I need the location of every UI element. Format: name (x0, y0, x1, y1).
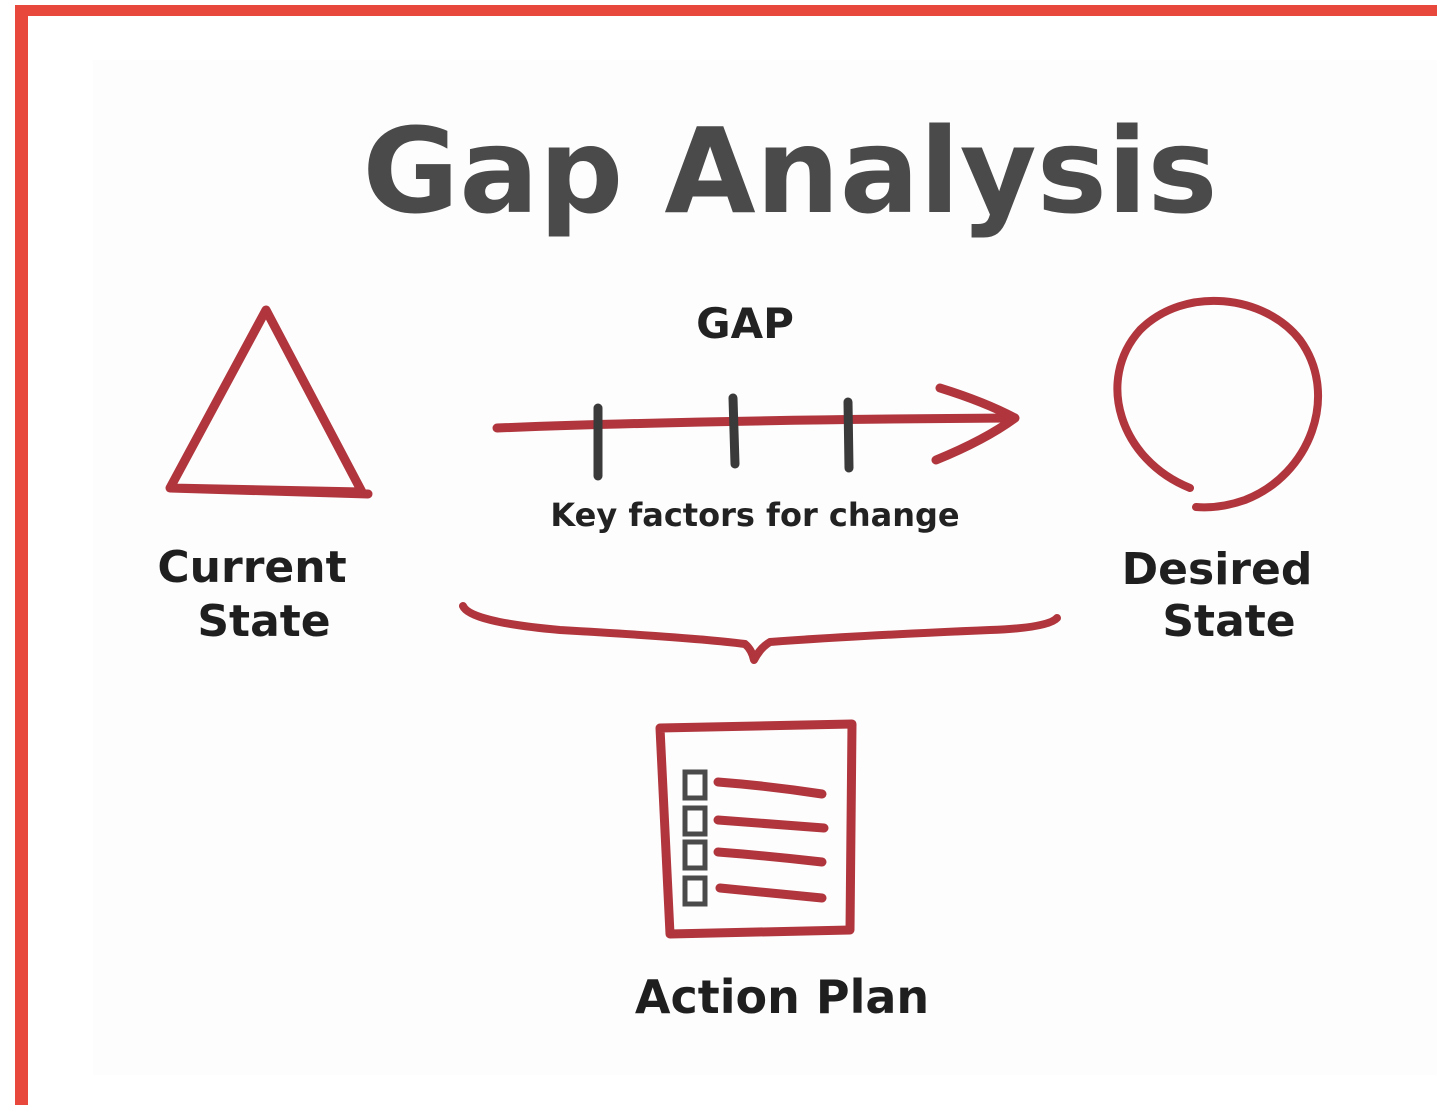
arrow-head-icon (931, 383, 1020, 465)
circle-icon (1113, 296, 1322, 512)
checkbox-icon (682, 805, 708, 837)
key-factor-tick-2 (728, 393, 740, 469)
action-plan-label: Action Plan (635, 970, 929, 1024)
checklist-line (713, 847, 827, 867)
gap-label: GAP (696, 299, 794, 348)
current-state-label-line1: Current (157, 542, 346, 593)
gap-arrow (492, 413, 1015, 433)
diagram-title: Gap Analysis (362, 102, 1217, 240)
desired-state-label-line1: Desired (1122, 544, 1313, 595)
diagram-canvas (93, 60, 1437, 1075)
checklist-line (715, 883, 827, 903)
brace (459, 602, 1061, 664)
desired-state-label-line2: State (1162, 596, 1295, 647)
checklist-line (713, 777, 827, 799)
key-factors-label: Key factors for change (550, 496, 959, 534)
current-state-label-line2: State (197, 596, 330, 647)
key-factor-tick-3 (843, 397, 854, 473)
checkbox-icon (682, 839, 708, 871)
triangle-icon (165, 305, 373, 499)
checkbox-icon (682, 769, 708, 801)
checklist-icon (655, 719, 857, 939)
checklist-line (713, 815, 829, 833)
checkbox-icon (682, 875, 708, 907)
